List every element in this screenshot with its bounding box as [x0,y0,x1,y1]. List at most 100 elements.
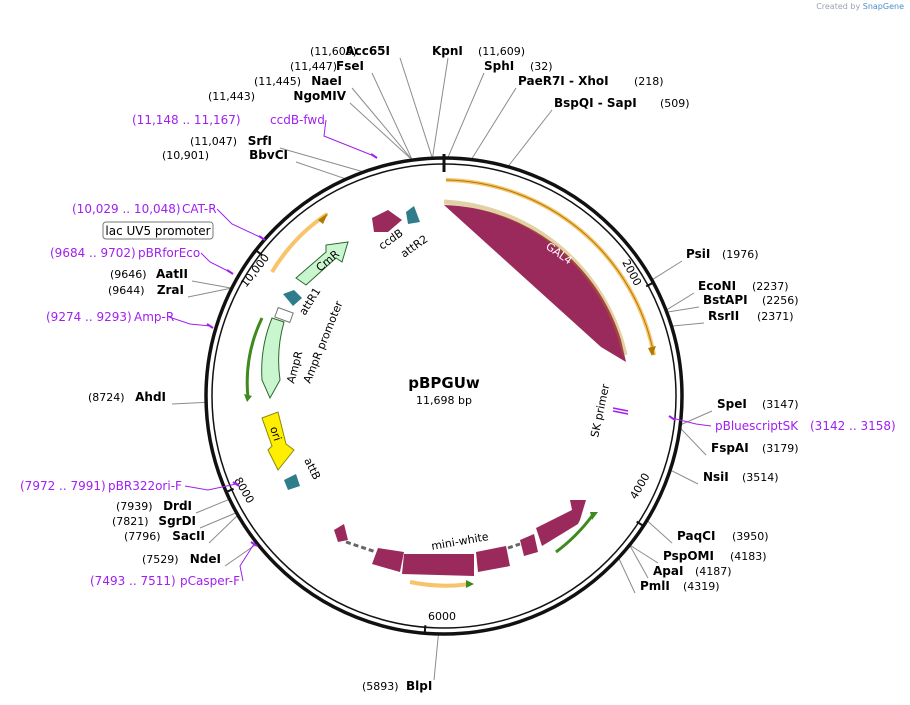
site-name[interactable]: PaeR7I - XhoI [518,74,609,88]
site-name[interactable]: EcoNI [698,279,736,293]
site-position: (7529) [142,553,179,566]
site-leader-lines [171,57,713,681]
site-name[interactable]: PaqCI [677,529,715,543]
lac-uv5-box [102,221,214,240]
site-position: (11,447) [290,60,337,73]
site-name[interactable]: FseI [336,59,364,73]
site-name[interactable]: BlpI [406,679,432,693]
site-position: (11,047) [190,135,237,148]
mini-white-exon-6[interactable] [536,500,586,546]
site-position: (2237) [752,280,789,293]
site-name[interactable]: NaeI [311,74,342,88]
site-name[interactable]: NsiI [703,470,729,484]
site-name[interactable]: SacII [172,529,205,543]
site-leader-line [399,57,433,158]
primer-name[interactable]: CAT-R [182,202,217,216]
site-name[interactable]: AhdI [135,390,166,404]
site-name[interactable]: SgrDI [158,514,196,528]
cmr-feature[interactable] [295,241,349,286]
site-name[interactable]: FspAI [711,441,749,455]
tick-label: 4000 [627,471,652,502]
sk-primer-mark-2 [612,410,629,415]
sk-primer-label: SK primer [588,382,612,438]
primer-name[interactable]: pBR322ori-F [108,479,182,493]
tick-label: 6000 [428,610,456,623]
cmr-orf-arrowhead [318,213,328,224]
primer-site-mark [668,415,676,421]
primer-position: (9274 .. 9293) [46,310,132,324]
ampr-feature[interactable] [261,317,285,400]
primer-leader-line [184,483,237,491]
site-name[interactable]: NdeI [190,552,221,566]
site-name[interactable]: SphI [484,59,514,73]
site-name[interactable]: DrdI [163,499,192,513]
mini-white-exon-2[interactable] [372,548,404,572]
snapgene-credit: Created by SnapGene [816,2,904,11]
site-leader-line [279,147,363,172]
site-name[interactable]: Acc65I [345,44,390,58]
primer-name[interactable]: pCasper-F [180,574,240,588]
primer-leader-line [323,119,375,157]
site-leader-line [171,401,206,405]
site-name[interactable]: PmlI [640,579,670,593]
site-position: (11,443) [208,90,255,103]
site-position: (4183) [730,550,767,563]
site-leader-line [199,512,236,529]
plasmid-name: pBPGUw [408,374,480,392]
attb-feature[interactable] [284,474,300,490]
site-name[interactable]: NgoMIV [293,89,346,103]
site-name[interactable]: PsiI [686,247,710,261]
site-name[interactable]: AatII [156,267,188,281]
site-leader-line [195,499,229,514]
site-name[interactable]: SpeI [717,397,747,411]
site-leader-line [471,87,517,159]
attr2-feature[interactable] [406,206,420,224]
primer-name[interactable]: pBluescriptSK [715,419,799,433]
mini-white-orf-band-1 [409,580,471,588]
tick-mark [224,487,234,494]
primer-name[interactable]: ccdB-fwd [270,113,325,127]
site-name[interactable]: SrfI [248,134,272,148]
ori-feature[interactable] [261,411,295,471]
mini-white-exon-4[interactable] [476,546,510,572]
sk-primer-mark [612,407,629,412]
attb-label: attB [301,456,323,482]
mini-white-exon-3[interactable] [402,554,474,576]
primer-labels: (11,148 .. 11,167)ccdB-fwd(10,029 .. 10,… [20,113,896,588]
plasmid-size: 11,698 bp [416,394,472,407]
site-name[interactable]: BspQI - SapI [554,96,637,110]
attr1-feature[interactable] [283,290,302,306]
site-position: (4187) [695,565,732,578]
primer-position: (11,148 .. 11,167) [132,113,241,127]
site-leader-line [433,634,439,681]
lac-uv5-label: lac UV5 promoter [105,224,210,238]
mini-white-intron-2 [507,542,521,550]
primer-name[interactable]: pBRforEco [138,246,200,260]
ccdb-feature[interactable] [372,210,402,232]
tick-mark [645,281,655,288]
site-leader-line [672,322,705,327]
mini-white-exon-5[interactable] [520,534,538,556]
site-leader-line [447,72,485,158]
gal4-feature[interactable] [444,205,626,362]
site-name[interactable]: ApaI [653,564,683,578]
site-leader-line [208,515,238,544]
mini-white-orf-arrowhead-2 [590,512,598,520]
gal4-orf-arrowhead [648,346,656,356]
site-name[interactable]: RsrII [708,309,739,323]
attr1-label: attR1 [297,285,324,317]
site-name[interactable]: BstAPI [703,293,748,307]
mini-white-exon-1[interactable] [334,524,348,542]
tick-label: 8000 [231,475,256,506]
site-name[interactable]: BbvCI [249,148,288,162]
ampr-promoter-feature[interactable] [274,306,294,324]
site-position: (3179) [762,442,799,455]
site-leader-line [666,292,695,311]
site-name[interactable]: ZraI [157,283,184,297]
mini-white-intron-1 [345,540,377,554]
primer-name[interactable]: Amp-R [134,310,174,324]
primer-site-mark [258,235,266,241]
site-name[interactable]: KpnI [432,44,463,58]
site-name[interactable]: PspOMI [663,549,714,563]
